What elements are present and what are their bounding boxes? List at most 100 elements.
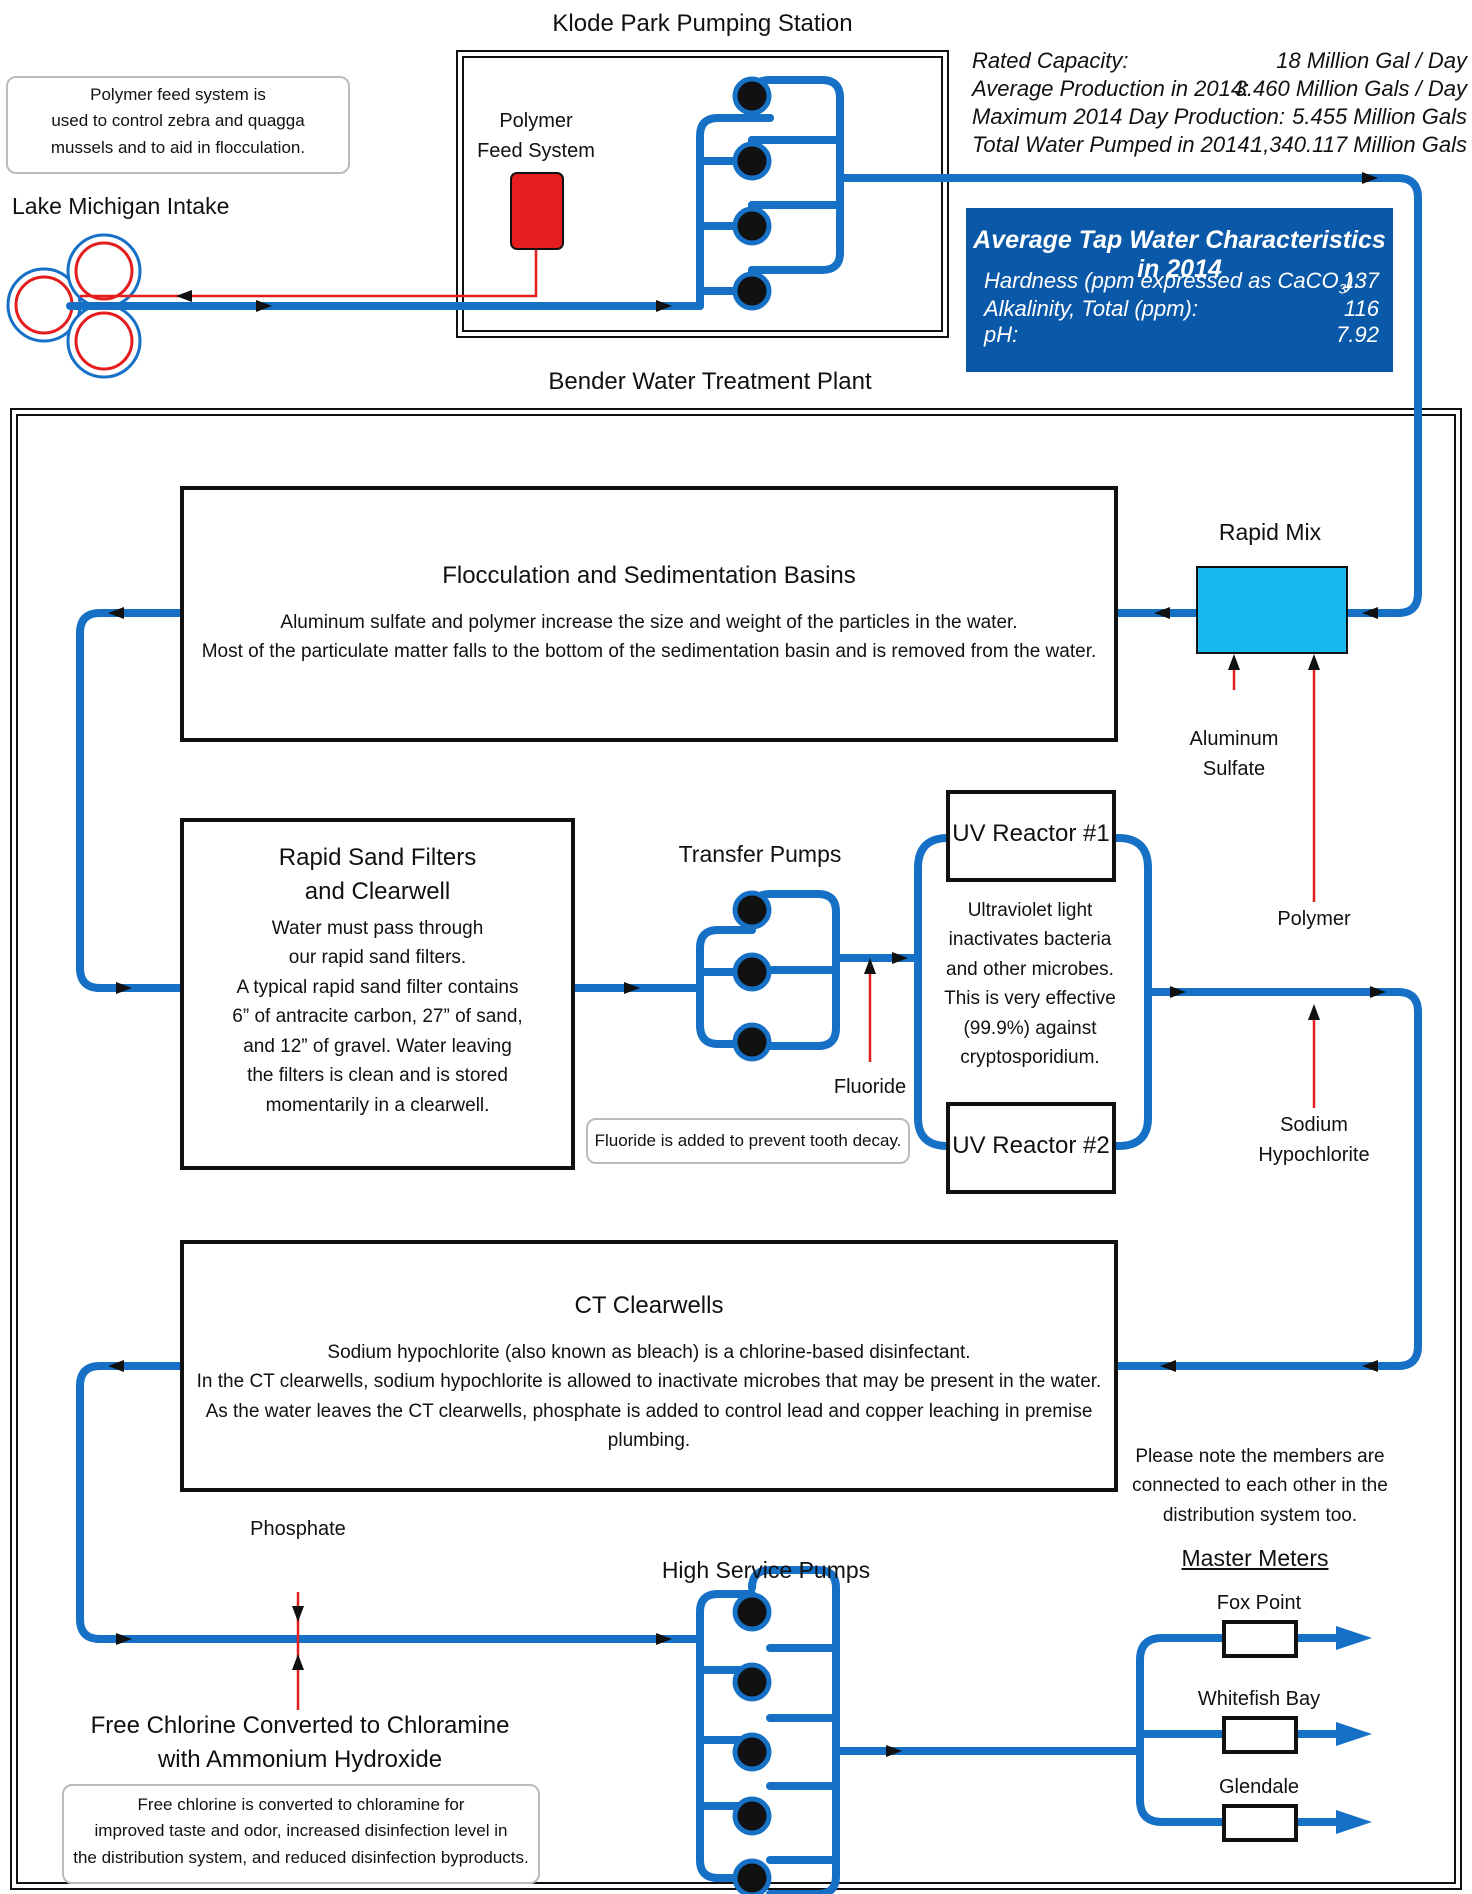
fluoride-label: Fluoride [833,1076,907,1098]
arrow-whitefish-bay [1336,1722,1372,1746]
chloramine-note: Free chlorine is converted to chloramine… [62,1784,540,1884]
polymer-feed-label-1: Polymer [499,110,573,132]
uv-reactor-2-label: UV Reactor #2 [952,1132,1110,1159]
station-frame-outer [456,50,949,338]
phosphate-label: Phosphate [250,1518,346,1540]
sand-filters-line-1: Water must pass through [271,918,484,939]
tap-water-panel: Average Tap Water Characteristics in 201… [966,208,1393,372]
arrow-fluoride [864,958,876,974]
rapid-mix-tank [1196,566,1348,654]
ph-label: pH: [984,322,1019,347]
uv-line-5: (99.9%) against [963,1017,1097,1039]
ph-row: pH: 7.92 [984,322,1379,348]
arrow-floc-out [108,607,124,619]
uv-line-2: inactivates bacteria [948,929,1112,951]
ct-clearwells-box: CT Clearwells Sodium hypochlorite (also … [180,1240,1118,1492]
alkalinity-label: Alkalinity, Total (ppm): [984,296,1198,321]
polymer-feed-line [80,250,538,298]
capacity-label-3: Maximum 2014 Day Production: [972,104,1286,129]
arrow-uv-out [1170,986,1186,998]
uv-line-1: Ultraviolet light [967,900,1093,921]
sand-filters-line-2: our rapid sand filters. [288,947,467,969]
plant-title: Bender Water Treatment Plant [548,368,872,395]
chloramine-title-1: Free Chlorine Converted to Chloramine [90,1712,510,1739]
pipe-floc-to-filters [76,609,186,992]
high-service-title: High Service Pumps [661,1557,871,1583]
arrow-sodium [1308,1004,1320,1020]
ct-line-2: In the CT clearwells, sodium hypochlorit… [196,1371,1102,1393]
capacity-value-4: 1,340.117 Million Gals [1250,132,1467,157]
ph-value: 7.92 [1336,322,1379,347]
transfer-pumps [732,890,772,1062]
hs-manifold-left [696,1590,756,1882]
meter-outlets [1292,1634,1344,1826]
meter-glendale [1222,1804,1298,1842]
polymer-note-line-2: used to control zebra and quagga [51,111,305,131]
station-manifold-right [748,76,844,274]
polymer-feed-label-2: Feed System [477,140,595,162]
meter-whitefish-bay [1222,1716,1298,1754]
meter-label-whitefish-bay: Whitefish Bay [1197,1688,1321,1710]
chloramine-note-line-1: Free chlorine is converted to chloramine… [137,1795,465,1814]
arrow-uv-in [892,952,908,964]
uv-line-6: cryptosporidium. [960,1047,1100,1069]
arrow-glendale [1336,1810,1372,1834]
polymer-note-line-1: Polymer feed system is [90,85,266,104]
station-pumps [732,76,772,311]
arrow-filters-in [116,982,132,994]
flocculation-line-2: Most of the particulate matter falls to … [201,641,1097,663]
members-note-line-3: distribution system too. [1162,1504,1358,1526]
arrow-intake-1 [256,300,272,312]
polymer-label: Polymer [1277,908,1351,930]
arrow-ammonia [292,1654,304,1670]
capacity-label-4: Total Water Pumped in 2014: [972,132,1256,157]
sand-filters-line-5: and 12” of gravel. Water leaving [243,1035,512,1057]
station-manifold-joins [748,92,774,295]
arrow-to-rapidmix-1 [1362,172,1378,184]
arrow-phosphate [292,1606,304,1622]
hardness-end: ): [1346,268,1360,293]
rapid-mix-title: Rapid Mix [1218,519,1322,545]
arrow-ct-in [1160,1360,1176,1372]
pipe-station-to-rapid-mix [836,174,1422,617]
arrow-to-rapidmix-2 [1362,607,1378,619]
flocculation-title: Flocculation and Sedimentation Basins [442,562,856,589]
members-note-line-1: Please note the members are [1135,1446,1385,1467]
arrow-polymer-rm [1308,654,1320,670]
capacity-row-3: Maximum 2014 Day Production:5.455 Millio… [972,104,1467,130]
master-meters-title: Master Meters [1181,1545,1329,1571]
ct-line-1: Sodium hypochlorite (also known as bleac… [327,1342,971,1363]
capacity-value-1: 18 Million Gal / Day [1276,48,1467,73]
ct-clearwells-title: CT Clearwells [574,1292,724,1319]
arrow-polymer [176,290,192,302]
flocculation-line-1: Aluminum sulfate and polymer increase th… [280,612,1018,633]
alkalinity-row: Alkalinity, Total (ppm): 116 [984,296,1379,322]
sand-filters-title-1: Rapid Sand Filters [278,844,477,871]
members-note-line-2: connected to each other in the [1132,1475,1388,1497]
alkalinity-value: 116 [1343,296,1379,321]
station-title: Klode Park Pumping Station [552,10,853,37]
members-note: Please note the members are connected to… [1130,1442,1390,1530]
tap-water-title: Average Tap Water Characteristics in 201… [973,226,1386,283]
arrow-fox-point [1336,1626,1372,1650]
uv-reactor-2: UV Reactor #2 [946,1102,1116,1194]
hardness-label: Hardness (ppm expressed as CaCO [984,268,1339,293]
sand-filters-title-2: and Clearwell [304,878,451,905]
flocculation-box: Flocculation and Sedimentation Basins Al… [180,486,1118,742]
transfer-pumps-title: Transfer Pumps [678,841,842,867]
station-frame-inner [462,56,943,332]
chloramine-note-line-3: the distribution system, and reduced dis… [73,1847,529,1867]
capacity-row-4: Total Water Pumped in 2014:1,340.117 Mil… [972,132,1467,158]
sand-filters-box: Rapid Sand Filters and Clearwell Water m… [180,818,575,1170]
capacity-row-1: Rated Capacity:18 Million Gal / Day [972,48,1467,74]
uv-line-3: and other microbes. [946,958,1114,980]
sodium-label-2: Hypochlorite [1258,1144,1370,1166]
meter-manifold [1136,1634,1226,1826]
hardness-sub: 3 [1338,280,1347,297]
intake-circles [6,233,142,379]
uv-reactor-1-label: UV Reactor #1 [952,820,1110,847]
arrow-ct-out [108,1360,124,1372]
high-service-pumps [732,1592,772,1894]
